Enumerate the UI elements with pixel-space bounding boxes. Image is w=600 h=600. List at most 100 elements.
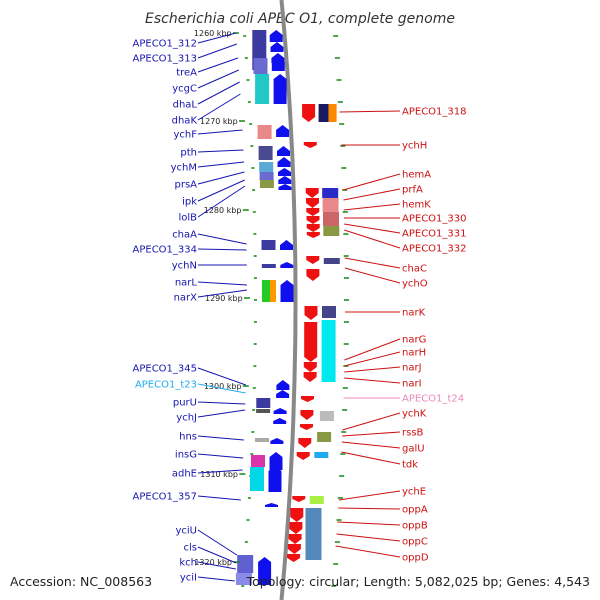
left-gene-label: prsA xyxy=(174,180,197,191)
right-gene-label: tdk xyxy=(402,460,418,471)
left-gene-label: dhaK xyxy=(172,116,198,127)
left-gene-label: dhaL xyxy=(173,100,198,111)
right-leader-line xyxy=(344,377,401,384)
left-leader-line xyxy=(197,129,243,135)
feature-block xyxy=(251,455,265,467)
feature-block xyxy=(322,188,339,198)
reverse-gene-arrow xyxy=(306,224,320,232)
right-gene-label: prfA xyxy=(402,185,423,196)
reverse-gene-arrow xyxy=(303,362,317,372)
left-gene-label: pth xyxy=(180,148,197,159)
left-leader-line xyxy=(197,401,246,405)
reverse-gene-arrow xyxy=(296,452,310,460)
left-leader-line xyxy=(197,409,246,418)
summary-text: Topology: circular; Length: 5,082,025 bp… xyxy=(246,574,590,589)
scale-label: 1290 kbp xyxy=(205,294,243,303)
right-gene-label: ychE xyxy=(402,487,426,498)
right-leader-line xyxy=(342,412,401,431)
genome-backbone xyxy=(279,0,298,600)
reverse-gene-arrow xyxy=(306,269,320,281)
left-gene-label: APECO1_313 xyxy=(133,54,198,65)
feature-block xyxy=(328,104,337,122)
left-leader-line xyxy=(197,93,241,121)
right-leader-line xyxy=(338,507,401,510)
right-leader-line xyxy=(342,431,401,437)
left-gene-label: hns xyxy=(179,432,197,443)
feature-block xyxy=(321,320,336,382)
left-gene-label: insG xyxy=(175,450,197,461)
left-gene-label: ipk xyxy=(182,197,197,208)
feature-block xyxy=(258,146,273,160)
right-leader-line xyxy=(344,366,401,373)
feature-block xyxy=(235,573,252,585)
left-gene-label: yciU xyxy=(175,526,197,537)
feature-block xyxy=(322,198,339,212)
left-leader-line xyxy=(197,469,243,474)
feature-block xyxy=(261,264,276,268)
right-gene-label: APECO1_332 xyxy=(402,244,467,255)
forward-gene-arrow xyxy=(273,408,287,414)
left-leader-line xyxy=(197,185,246,218)
left-gene-label: APECO1_312 xyxy=(133,39,198,50)
left-leader-line xyxy=(197,289,248,298)
forward-gene-arrow xyxy=(280,280,294,302)
left-leader-line xyxy=(197,171,245,185)
forward-gene-arrow xyxy=(271,57,285,71)
reverse-gene-arrow xyxy=(288,534,302,544)
left-gene-label: narX xyxy=(174,293,198,304)
left-gene-label: yciI xyxy=(180,573,197,584)
reverse-gene-arrow xyxy=(300,424,313,430)
forward-gene-arrow xyxy=(268,466,282,492)
feature-block xyxy=(255,438,269,442)
left-gene-label: APECO1_345 xyxy=(133,364,198,375)
feature-block xyxy=(323,212,339,226)
left-leader-line xyxy=(197,495,241,501)
right-gene-label: narK xyxy=(402,308,426,319)
forward-gene-arrow xyxy=(270,438,284,444)
right-gene-label: narI xyxy=(402,379,422,390)
reverse-gene-arrow xyxy=(301,396,314,402)
left-leader-line xyxy=(197,179,245,202)
scale-label: 1280 kbp xyxy=(204,206,242,215)
left-gene-label: treA xyxy=(176,68,197,79)
forward-gene-arrow xyxy=(280,262,294,268)
feature-block xyxy=(309,496,324,504)
right-gene-label: APECO1_t24 xyxy=(402,394,464,405)
reverse-gene-arrow xyxy=(302,104,316,122)
right-gene-label: narG xyxy=(402,335,426,346)
feature-block xyxy=(314,452,329,458)
reverse-gene-arrow xyxy=(306,198,319,208)
left-leader-line xyxy=(197,546,237,564)
feature-block xyxy=(259,162,274,172)
feature-block xyxy=(262,280,270,302)
feature-block xyxy=(257,125,272,139)
forward-gene-arrow xyxy=(278,184,292,190)
reverse-gene-arrow xyxy=(290,508,304,522)
scale-label: 1270 kbp xyxy=(200,117,238,126)
reverse-gene-arrow xyxy=(304,322,318,362)
reverse-gene-arrow xyxy=(305,188,319,198)
forward-gene-arrow xyxy=(276,380,290,390)
right-leader-line xyxy=(344,257,401,269)
left-gene-label: cls xyxy=(184,543,198,554)
right-gene-label: chaC xyxy=(402,264,427,275)
feature-block xyxy=(237,555,254,573)
reverse-gene-arrow xyxy=(303,372,317,382)
forward-gene-arrow xyxy=(265,503,278,507)
right-gene-label: oppD xyxy=(402,553,429,564)
right-leader-line xyxy=(344,267,401,284)
forward-gene-arrow xyxy=(269,452,283,470)
feature-block xyxy=(256,409,271,413)
forward-gene-arrow xyxy=(273,418,287,424)
right-leader-line xyxy=(336,533,401,542)
left-gene-label: ychM xyxy=(171,163,197,174)
right-leader-line xyxy=(337,521,401,526)
left-gene-label: lolB xyxy=(178,213,197,224)
left-leader-line xyxy=(197,367,247,386)
forward-gene-arrow xyxy=(276,390,290,398)
reverse-gene-arrow xyxy=(306,208,320,216)
right-gene-label: APECO1_330 xyxy=(402,214,467,225)
left-leader-line xyxy=(197,576,235,582)
right-leader-line xyxy=(344,338,401,361)
left-gene-label: ycgC xyxy=(172,84,197,95)
